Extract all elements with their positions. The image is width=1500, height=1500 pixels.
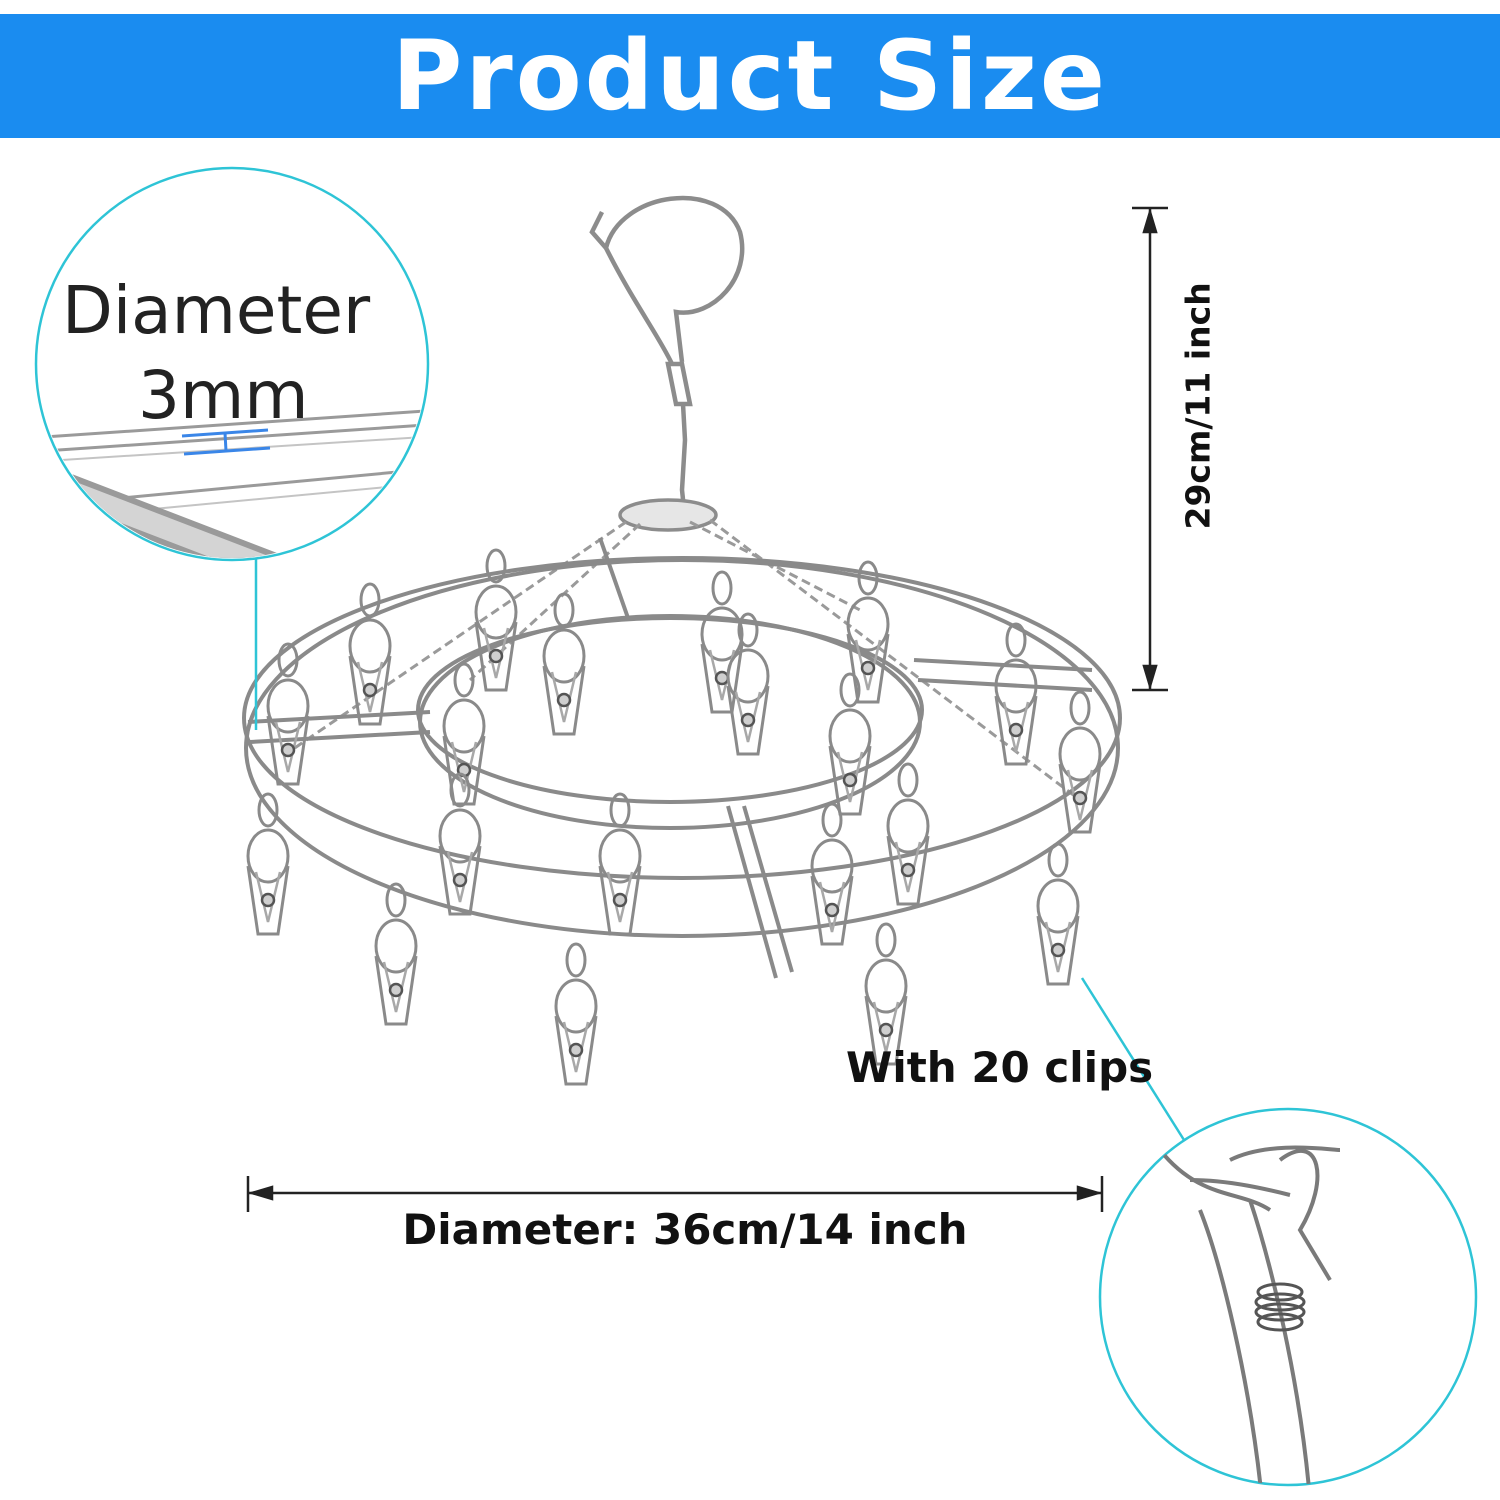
height-dimension-label: 29cm/11 inch [1178, 282, 1218, 530]
hanging-hook [589, 195, 745, 519]
outer-ring [242, 556, 1122, 938]
clothes-clips [246, 548, 1102, 1086]
wire-diameter-value: 3mm [138, 357, 309, 434]
clip-callout-leader [1080, 977, 1186, 1141]
inner-ring [416, 614, 924, 830]
clip-count-caption: With 20 clips [846, 1043, 1154, 1092]
title-banner: Product Size [0, 14, 1500, 138]
banner-title: Product Size [392, 20, 1108, 132]
clip-zoom-callout [1080, 977, 1478, 1487]
height-dimension-line [1132, 206, 1168, 692]
wire-diameter-label: Diameter [62, 272, 371, 349]
wire-diameter-marker [181, 428, 271, 456]
hub-plate [618, 498, 718, 532]
diameter-dimension-label: Diameter: 36cm/14 inch [402, 1205, 968, 1254]
width-dimension-line [246, 1176, 1104, 1212]
wire-zoom-callout [34, 166, 430, 730]
